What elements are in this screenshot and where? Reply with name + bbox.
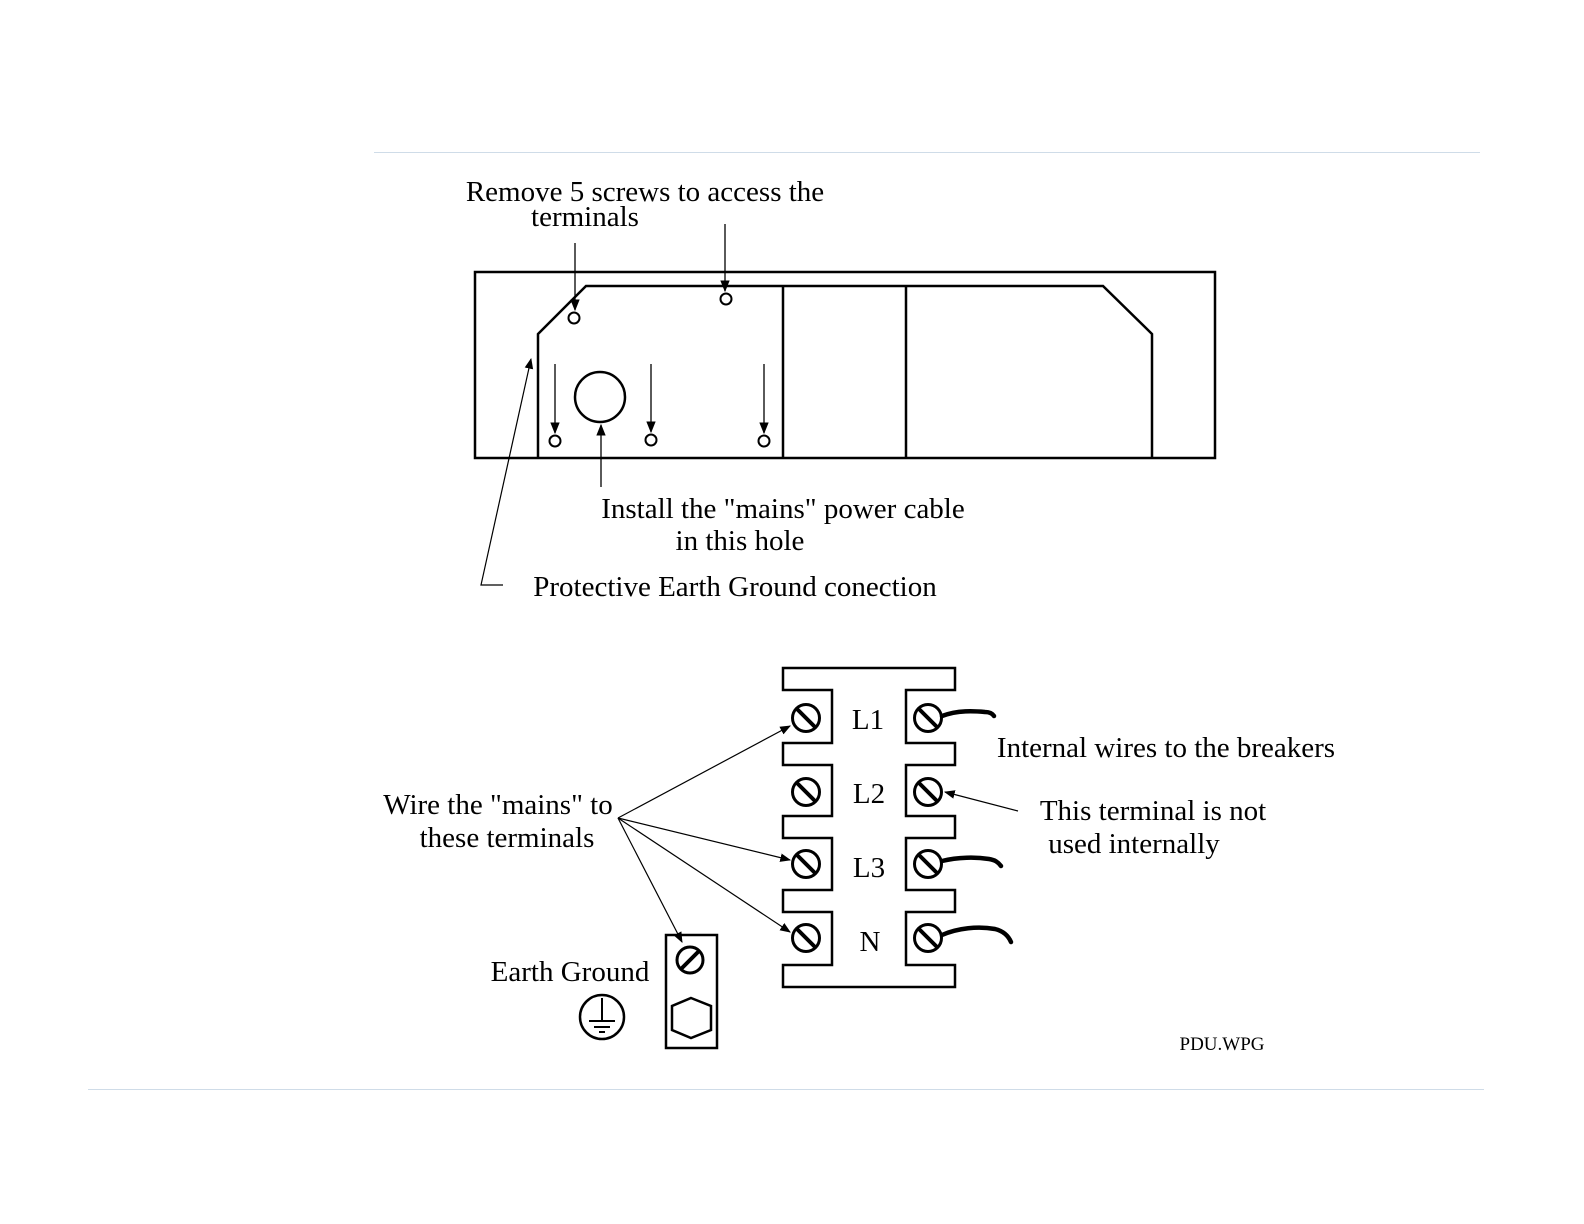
not-used-label-2: used internally: [1048, 828, 1220, 860]
screw-hole-5: [759, 436, 770, 447]
terminal-label-n: N: [860, 926, 881, 958]
screw-l1-left: [793, 705, 820, 732]
earth-ground-icon: [580, 995, 624, 1039]
access-cover: [538, 286, 1152, 458]
screw-l2-right: [915, 779, 942, 806]
terminal-label-l2: L2: [853, 778, 885, 810]
remove-screws-label-2: terminals: [531, 201, 639, 233]
cable-entry-hole: [575, 372, 625, 422]
enclosure: [475, 224, 1215, 585]
arrow-unused-terminal: [945, 792, 1018, 811]
screw-hole-1: [569, 313, 580, 324]
screw-l3-left: [793, 851, 820, 878]
file-name-label: PDU.WPG: [1180, 1034, 1265, 1055]
remove-screws-label-1: Remove 5 screws to access the: [466, 176, 824, 208]
earth-ground-screw: [677, 947, 703, 973]
internal-wires-label: Internal wires to the breakers: [997, 732, 1335, 764]
not-used-label-1: This terminal is not: [1040, 795, 1266, 827]
internal-wire-l1: [942, 711, 994, 716]
screw-hole-4: [646, 435, 657, 446]
enclosure-outline: [475, 272, 1215, 458]
internal-wire-n: [942, 928, 1011, 942]
arrow-mains-l3: [618, 818, 790, 860]
screw-l2-left: [793, 779, 820, 806]
screw-l3-right: [915, 851, 942, 878]
wire-mains-label-1: Wire the "mains" to: [383, 789, 612, 821]
earth-ground-label: Earth Ground: [491, 956, 650, 988]
arrow-mains-n: [618, 818, 790, 932]
terminal-label-l1: L1: [852, 704, 884, 736]
terminal-label-l3: L3: [853, 852, 885, 884]
arrow-mains-earth: [618, 818, 682, 942]
terminal-block: [783, 668, 1011, 987]
internal-wire-l3: [942, 858, 1001, 866]
arrow-earth-connection: [481, 359, 531, 585]
wire-mains-label-2: these terminals: [420, 822, 595, 854]
earth-ground-terminal: [666, 935, 717, 1048]
install-cable-label-2: in this hole: [676, 525, 805, 557]
screw-hole-3: [550, 436, 561, 447]
install-cable-label-1: Install the "mains" power cable: [601, 493, 965, 525]
earth-ground-nut: [672, 998, 711, 1038]
screw-l1-right: [915, 705, 942, 732]
screw-n-left: [793, 925, 820, 952]
arrow-mains-l1: [618, 726, 790, 818]
earth-connection-label: Protective Earth Ground conection: [533, 571, 937, 603]
screw-hole-2: [721, 294, 732, 305]
screw-n-right: [915, 925, 942, 952]
